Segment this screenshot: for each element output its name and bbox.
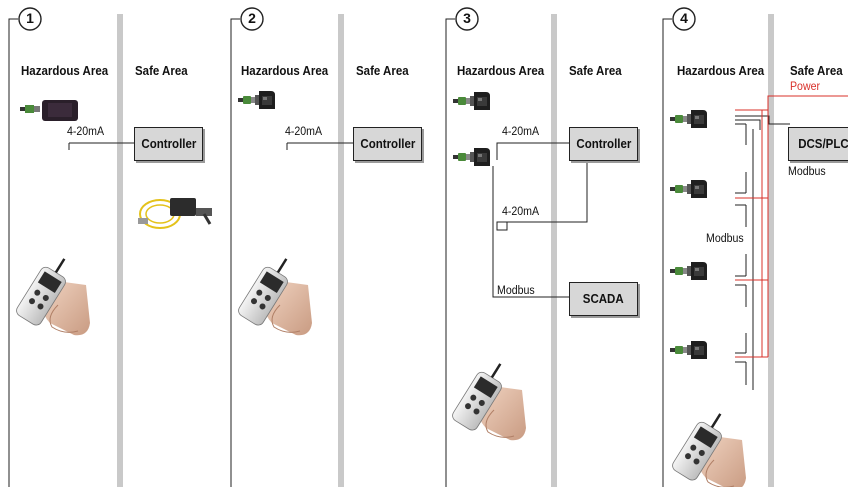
panel-3-controller-box: Controller xyxy=(569,127,638,161)
step-number-2: 2 xyxy=(248,10,256,26)
panel-frames xyxy=(8,18,672,487)
panel-1-graphics xyxy=(13,100,212,337)
panel-4-dcs-plc-box: DCS/PLC xyxy=(788,127,848,161)
panel-1-safe-heading: Safe Area xyxy=(135,64,188,78)
panel-3-hazardous-heading: Hazardous Area xyxy=(457,64,545,78)
panel-2-analog-label: 4-20mA xyxy=(285,126,323,138)
panel-2-controller-box: Controller xyxy=(353,127,422,161)
panel-4-hazardous-heading: Hazardous Area xyxy=(677,64,765,78)
panel-2-hazardous-heading: Hazardous Area xyxy=(241,64,329,78)
step-number-1: 1 xyxy=(26,10,34,26)
panel-3-scada-box: SCADA xyxy=(569,282,638,316)
panel-4-modbus-label-center: Modbus xyxy=(706,233,744,245)
panel-2-safe-heading: Safe Area xyxy=(356,64,409,78)
step-number-4: 4 xyxy=(680,10,688,26)
panel-1-hazardous-heading: Hazardous Area xyxy=(21,64,109,78)
panel-3-modbus-label: Modbus xyxy=(497,285,535,297)
panel-4-modbus-label-right: Modbus xyxy=(788,166,826,178)
panel-3-safe-heading: Safe Area xyxy=(569,64,622,78)
panel-3-graphics xyxy=(449,92,588,442)
panel-3-analog-label-lower: 4-20mA xyxy=(502,206,540,218)
panel-1-analog-label: 4-20mA xyxy=(67,126,105,138)
step-number-3: 3 xyxy=(463,10,471,26)
panel-4-safe-heading: Safe Area xyxy=(790,64,843,78)
panel-2-graphics xyxy=(235,91,354,337)
panel-1-controller-box: Controller xyxy=(134,127,203,161)
panel-4-graphics xyxy=(669,95,848,487)
area-dividers xyxy=(117,14,774,487)
step-circles xyxy=(18,7,696,31)
panel-3-analog-label-upper: 4-20mA xyxy=(502,126,540,138)
panel-4-power-label: Power xyxy=(790,81,821,93)
